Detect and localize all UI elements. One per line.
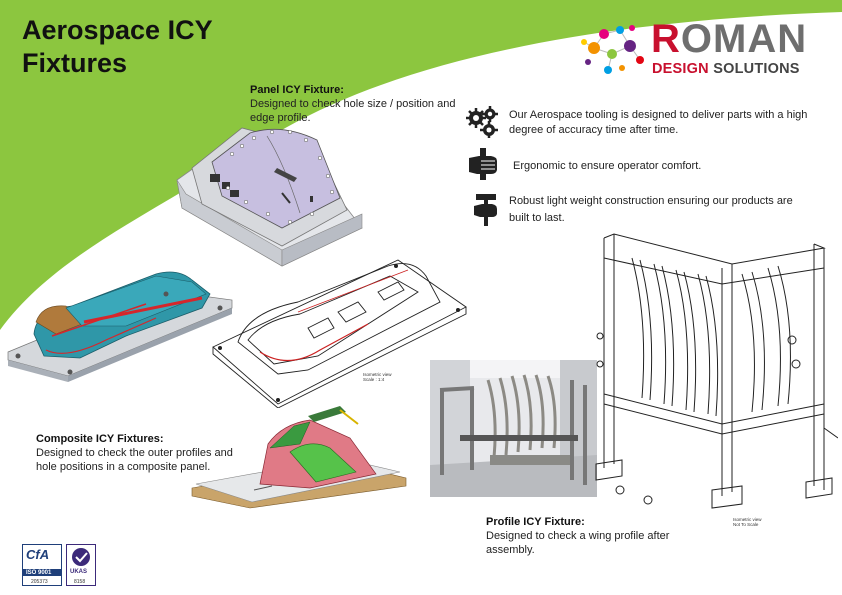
logo-design-word: DESIGN (652, 61, 709, 77)
feature-2-line-1: Ergonomic to ensure operator comfort. (513, 160, 702, 172)
logo-wordmark: ROMAN (651, 19, 807, 59)
hand-grip-icon (469, 148, 497, 180)
panel-heading: Panel ICY Fixture: (250, 84, 344, 96)
hand-hammer-icon (474, 194, 497, 226)
profile-heading: Profile ICY Fixture: (486, 516, 585, 528)
profile-body-line-2: assembly. (486, 544, 535, 556)
iso-9001-text: ISO 9001 (26, 570, 52, 576)
ukas-crown-icon (72, 548, 90, 566)
feature-1-line-2: degree of accuracy time after time. (509, 124, 679, 136)
panel-fixture-render (176, 127, 363, 267)
profile-fixture-drawing (595, 233, 838, 509)
scale-label-2: Not To Scale (733, 522, 759, 527)
logo-subtitle: DESIGN SOLUTIONS (652, 60, 800, 78)
cfa-iso-badge: CfA ISO 9001 205373 (22, 544, 62, 586)
iso-view-label-2: Isometric view (733, 517, 762, 522)
features-list: Our Aerospace tooling is designed to del… (466, 104, 826, 232)
page-title-line-1: Aerospace ICY (22, 15, 213, 45)
ukas-number: 8158 (74, 579, 86, 585)
page-title-line-2: Fixtures (22, 48, 128, 78)
roman-logo: ROMAN DESIGN SOLUTIONS (580, 18, 830, 80)
composite-teal-fixture-render (7, 271, 233, 382)
composite-body-line-1: Designed to check the outer profiles and (36, 447, 233, 459)
molecule-logo-icon (581, 25, 644, 74)
profile-body-line-1: Designed to check a wing profile after (486, 530, 670, 542)
composite-heading: Composite ICY Fixtures: (36, 433, 164, 445)
line-drawing-fixture (212, 259, 467, 408)
panel-body-line-2: edge profile. (250, 112, 311, 124)
composite-caption: Composite ICY Fixtures: Designed to chec… (36, 433, 266, 474)
logo-solutions-word: SOLUTIONS (713, 61, 800, 77)
panel-caption: Panel ICY Fixture: Designed to check hol… (250, 84, 480, 125)
cert-number: 205373 (31, 579, 48, 585)
logo-r-letter: R (651, 17, 681, 61)
gears-icon (466, 106, 498, 138)
iso-view-label-1: Isometric view (363, 372, 392, 377)
certification-badges: CfA ISO 9001 205373 UKAS 8158 (22, 544, 98, 586)
profile-fixture-photo-image (430, 360, 597, 497)
composite-body-line-2: hole positions in a composite panel. (36, 461, 211, 473)
cfa-text: CfA (26, 547, 50, 562)
feature-1-line-1: Our Aerospace tooling is designed to del… (509, 109, 808, 121)
profile-caption: Profile ICY Fixture: Designed to check a… (486, 516, 716, 557)
ukas-badge: UKAS 8158 (66, 544, 96, 586)
composite-red-fixture-render (191, 406, 407, 509)
feature-3-line-1: Robust light weight construction ensurin… (509, 195, 793, 207)
panel-body-line-1: Designed to check hole size / position a… (250, 98, 456, 110)
scale-label-1: Scale : 1:4 (363, 377, 385, 382)
ukas-text: UKAS (70, 569, 88, 575)
profile-fixture-photo (430, 360, 597, 497)
feature-3-line-2: built to last. (509, 212, 565, 224)
logo-oman-letters: OMAN (680, 17, 808, 61)
